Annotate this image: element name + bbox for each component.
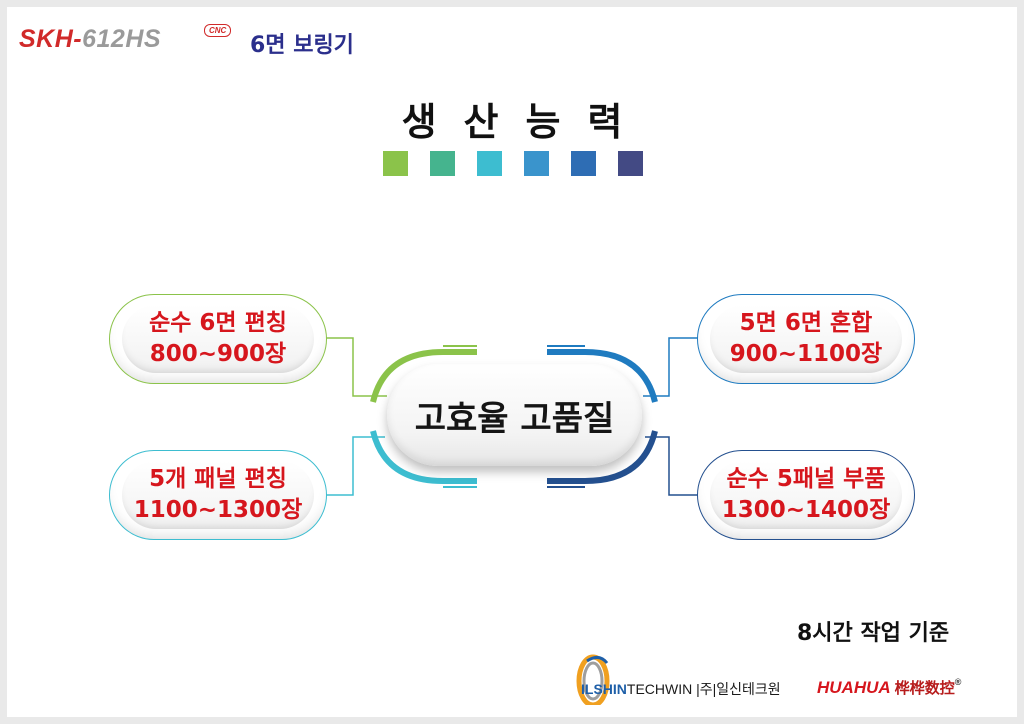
swatch-2 <box>430 151 455 176</box>
capacity-box-3-value: 900~1100장 <box>729 341 883 367</box>
page-title: 생산능력 <box>401 100 650 144</box>
model-number: 612HS <box>82 25 162 53</box>
capacity-box-4-value: 1300~1400장 <box>721 497 891 523</box>
center-label: 고효율 고품질 <box>414 398 615 439</box>
connector-bottom-right <box>645 436 701 496</box>
center-arc-top-right <box>547 345 658 403</box>
model-logo: SKH-612HS <box>19 25 161 54</box>
capacity-box-2-value: 1100~1300장 <box>133 497 303 523</box>
connector-top-left <box>323 337 387 397</box>
capacity-box-4-inner: 순수 5패널 부품 1300~1400장 <box>710 461 902 529</box>
huahua-brand: HUAHUA <box>817 678 891 697</box>
capacity-box-3-label: 5면 6면 혼합 <box>739 310 873 336</box>
ilshin-brand: ILSHIN <box>581 681 627 697</box>
capacity-box-3: 5면 6면 혼합 900~1100장 <box>697 294 915 384</box>
huahua-registered-mark: ® <box>954 677 962 687</box>
capacity-box-4-label: 순수 5패널 부품 <box>726 466 886 492</box>
capacity-box-2-inner: 5개 패널 편칭 1100~1300장 <box>122 461 314 529</box>
ilshin-logo-icon <box>576 654 610 705</box>
center-arc-bottom-left <box>370 430 477 488</box>
capacity-box-3-inner: 5면 6면 혼합 900~1100장 <box>710 305 902 373</box>
capacity-box-2: 5개 패널 편칭 1100~1300장 <box>109 450 327 540</box>
model-prefix: SKH- <box>19 25 83 53</box>
swatch-4 <box>524 151 549 176</box>
swatch-1 <box>383 151 408 176</box>
swatch-5 <box>571 151 596 176</box>
center-badge: 고효율 고품질 <box>387 364 642 466</box>
ilshin-logo-text: ILSHINTECHWIN |주|일신테크원 <box>581 679 781 699</box>
machine-name: 6면 보링기 <box>250 33 354 58</box>
footnote: 8시간 작업 기준 <box>797 621 950 646</box>
cnc-badge: CNC <box>204 24 232 37</box>
capacity-box-1-value: 800~900장 <box>149 341 287 367</box>
center-arc-bottom-right <box>547 430 658 488</box>
connector-bottom-left <box>323 436 385 496</box>
center-arc-top-left <box>370 345 477 403</box>
color-swatches <box>383 151 645 177</box>
capacity-box-2-label: 5개 패널 편칭 <box>149 466 287 492</box>
huahua-cn: 桦桦数控 <box>894 680 955 697</box>
ilshin-suffix: TECHWIN |주|일신테크원 <box>626 681 781 697</box>
swatch-6 <box>618 151 643 176</box>
swatch-3 <box>477 151 502 176</box>
capacity-box-4: 순수 5패널 부품 1300~1400장 <box>697 450 915 540</box>
capacity-box-1-label: 순수 6면 편칭 <box>149 310 287 336</box>
capacity-box-1-inner: 순수 6면 편칭 800~900장 <box>122 305 314 373</box>
huahua-logo: HUAHUA 桦桦数控® <box>817 677 961 698</box>
page: SKH-612HS CNC 6면 보링기 생산능력 <box>7 7 1017 717</box>
connector-graphics <box>323 337 701 496</box>
capacity-box-1: 순수 6면 편칭 800~900장 <box>109 294 327 384</box>
